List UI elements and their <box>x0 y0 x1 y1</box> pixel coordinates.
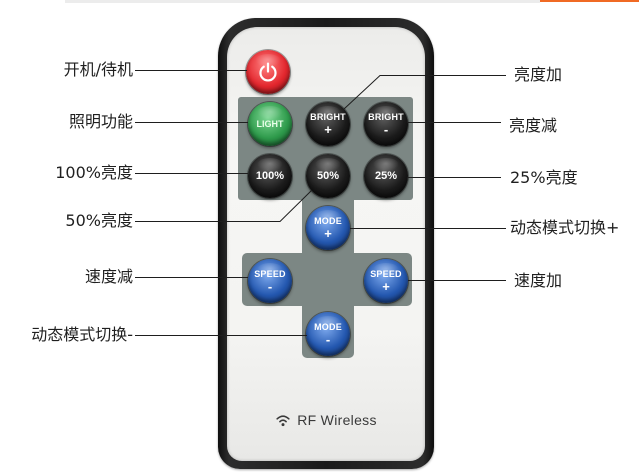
light-button-label: LIGHT <box>256 118 284 129</box>
mode-up-label: MODE <box>314 215 342 226</box>
wifi-icon <box>276 415 290 427</box>
label-power: 开机/待机 <box>63 60 133 79</box>
speed-down-button: SPEED - <box>248 259 292 303</box>
top-accent-rule <box>540 0 639 2</box>
speed-down-label: SPEED <box>254 268 286 279</box>
label-level-100: 100%亮度 <box>55 163 133 182</box>
mode-up-sign: + <box>324 225 332 241</box>
level-100-label: 100% <box>255 169 285 182</box>
speed-up-sign: + <box>382 278 390 294</box>
label-level-50: 50%亮度 <box>65 211 133 230</box>
remote-control: LIGHT BRIGHT + BRIGHT - 100% 50% 25% MOD… <box>218 18 434 469</box>
level-50-button: 50% <box>306 154 350 198</box>
level-25-label: 25% <box>374 169 398 182</box>
speed-down-sign: - <box>267 278 273 294</box>
label-light: 照明功能 <box>68 112 133 131</box>
top-rule <box>65 0 540 3</box>
light-button: LIGHT <box>248 102 292 146</box>
level-50-label: 50% <box>316 169 340 182</box>
bright-down-button: BRIGHT - <box>364 102 408 146</box>
bright-down-sign: - <box>383 121 389 137</box>
mode-down-button: MODE - <box>306 312 350 356</box>
rf-wireless-brand: RF Wireless <box>258 412 394 428</box>
level-25-button: 25% <box>364 154 408 198</box>
label-bright-up: 亮度加 <box>514 65 563 84</box>
speed-up-button: SPEED + <box>364 259 408 303</box>
speed-up-label: SPEED <box>370 268 402 279</box>
bright-up-label: BRIGHT <box>310 111 346 122</box>
mode-down-sign: - <box>325 331 331 347</box>
power-icon <box>259 62 277 82</box>
label-level-25: 25%亮度 <box>510 168 578 187</box>
level-100-button: 100% <box>248 154 292 198</box>
label-speed-down: 速度减 <box>84 267 133 286</box>
bright-down-label: BRIGHT <box>368 111 404 122</box>
label-bright-down: 亮度减 <box>509 116 558 135</box>
label-mode-down: 动态模式切换- <box>31 325 133 344</box>
bright-up-button: BRIGHT + <box>306 102 350 146</box>
bright-up-sign: + <box>324 121 332 137</box>
label-speed-up: 速度加 <box>514 271 563 290</box>
brand-text: RF Wireless <box>297 412 377 428</box>
power-button <box>246 50 290 94</box>
mode-up-button: MODE + <box>306 206 350 250</box>
mode-down-label: MODE <box>314 321 342 332</box>
label-mode-up: 动态模式切换+ <box>510 218 620 237</box>
